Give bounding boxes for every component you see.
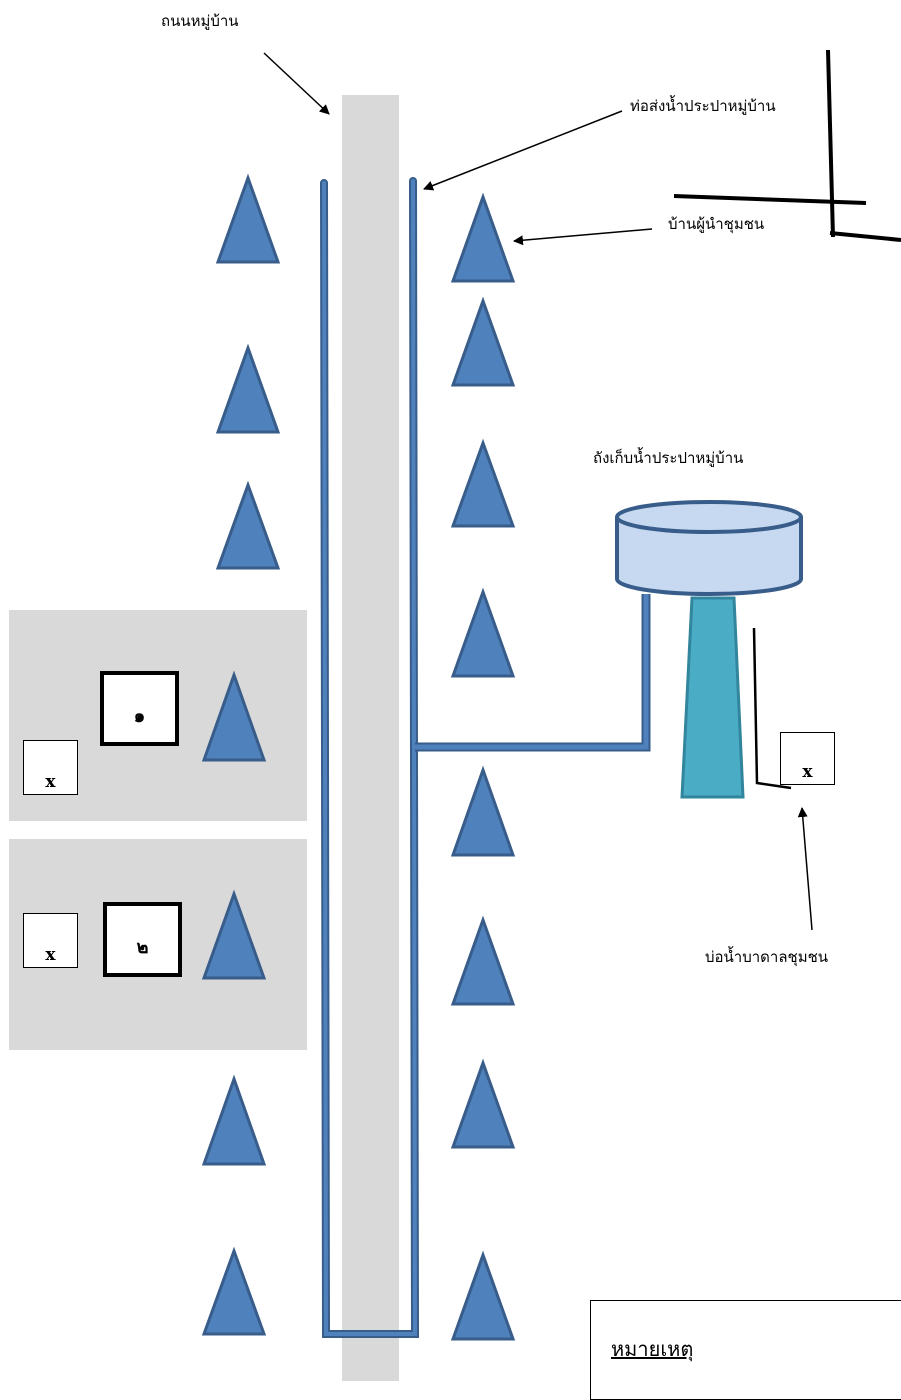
well-mark: x (802, 762, 813, 782)
road-arrow (263, 52, 330, 115)
water-tank (615, 500, 803, 799)
label-arrows (263, 52, 813, 931)
leader-house-arrow (513, 228, 653, 246)
house-icon (450, 1058, 516, 1149)
well-pipe-line (752, 627, 792, 790)
well-mark: x (45, 772, 56, 792)
house-icon (215, 480, 281, 570)
house-icon (450, 765, 516, 857)
pipe-label: ท่อส่งน้ำประปาหมู่บ้าน (630, 97, 776, 115)
community-well-box: x (780, 732, 835, 785)
well-label: บ่อน้ำบาดาลชุมชน (705, 948, 829, 966)
house-icon (215, 343, 281, 434)
tank-tower (680, 596, 745, 799)
house-icon (450, 915, 516, 1006)
pipe-arrow (423, 110, 623, 191)
house-icon (201, 889, 267, 980)
house-icon (450, 438, 516, 528)
water-pipes (320, 177, 651, 1338)
well-mark: x (45, 945, 56, 965)
house-icon-leader (450, 192, 516, 283)
boundary-lines (673, 49, 901, 242)
legend-box: หมายเหตุ (590, 1300, 901, 1400)
leader-house-label: บ้านผู้นำชุมชน (668, 215, 765, 233)
plot-number-box: ๒ (103, 902, 182, 977)
house-icon (450, 587, 516, 678)
legend-title: หมายเหตุ (611, 1337, 694, 1361)
road-label: ถนนหมู่บ้าน (161, 12, 239, 30)
house-icon (215, 173, 281, 264)
village-road (342, 95, 399, 1381)
house-icon (450, 296, 516, 387)
plot-well-box: x (23, 740, 78, 795)
plot-well-box: x (23, 913, 78, 968)
house-icon (450, 1250, 516, 1341)
house-icon (201, 1246, 267, 1336)
plot-number: ๑ (133, 706, 146, 727)
plot-number-box: ๑ (100, 671, 179, 746)
house-icon (201, 1074, 267, 1166)
houses (201, 173, 516, 1341)
house-icon (201, 670, 267, 762)
well-arrow (797, 807, 813, 931)
tank-label: ถังเก็บน้ำประปาหมู่บ้าน (593, 449, 744, 467)
plot-number: ๒ (136, 937, 149, 958)
